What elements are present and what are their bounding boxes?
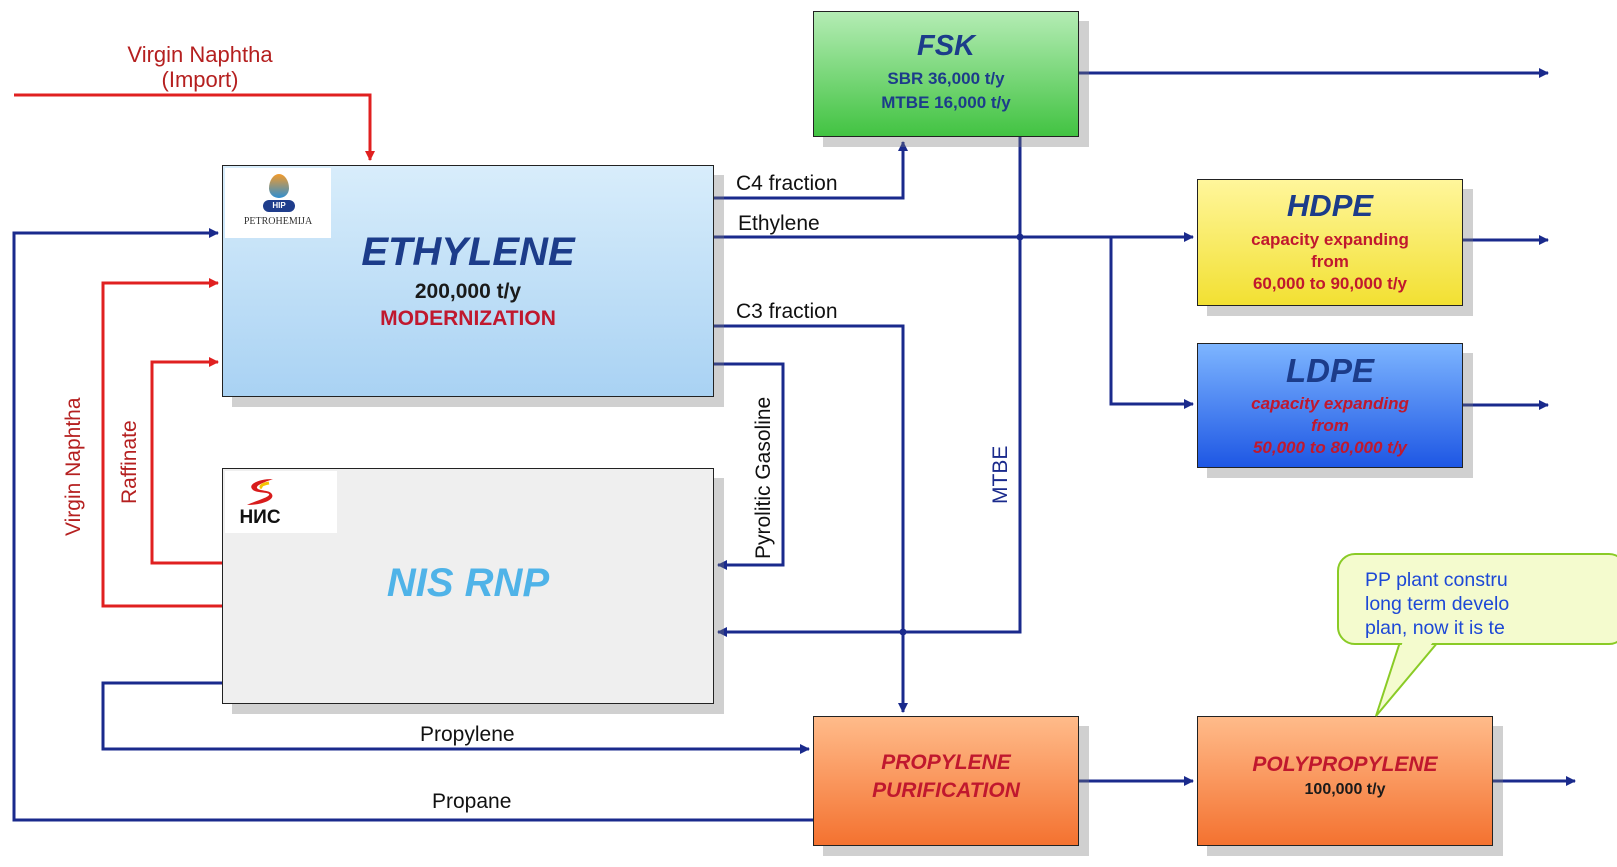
fsk-mtbe-line: MTBE 16,000 t/y [881, 93, 1011, 112]
nis-logo: НИС [225, 471, 337, 533]
propane-recycle-line [12, 228, 813, 822]
lightning-bolt-icon [247, 479, 273, 505]
propylene-purification-unit-box: PROPYLENE PURIFICATION [813, 716, 1079, 846]
pyrolitic-gasoline-line [714, 362, 785, 570]
import-label-line1: Virgin Naphtha [127, 42, 273, 67]
virgin-naphtha-import-line [14, 93, 375, 161]
ldpe-line2: from [1311, 416, 1349, 435]
propylene-purification-line2: PURIFICATION [872, 779, 1020, 802]
raffinate-recycle-line [150, 357, 222, 565]
ethylene-label: Ethylene [738, 212, 820, 235]
hip-badge: HIP [263, 200, 295, 212]
propylene-purification-line1: PROPYLENE [881, 751, 1011, 774]
mtbe-label: MTBE [989, 445, 1012, 504]
ldpe-unit-box: LDPE capacity expanding from 50,000 to 8… [1197, 343, 1463, 468]
mtbe-line [717, 137, 1022, 637]
ethylene-unit-box: HIP PETROHEMIJA ETHYLENE 200,000 t/y MOD… [222, 165, 714, 397]
c3-fraction-line [714, 324, 908, 713]
raffinate-label: Raffinate [118, 420, 141, 504]
pyrolitic-gasoline-label: Pyrolitic Gasoline [752, 396, 775, 559]
junction-dot [899, 628, 907, 636]
pp-plant-callout: PP plant constru long term develo plan, … [1337, 553, 1617, 645]
nis-rnp-title: NIS RNP [386, 561, 550, 605]
hdpe-line3: 60,000 to 90,000 t/y [1252, 274, 1408, 293]
polypropylene-capacity: 100,000 t/y [1304, 781, 1386, 798]
propylene-line [101, 681, 810, 754]
hdpe-line2: from [1311, 252, 1349, 271]
propane-label: Propane [432, 790, 512, 813]
import-label-line2: (Import) [161, 67, 239, 92]
ldpe-title: LDPE [1285, 352, 1374, 389]
virgin-naphtha-label: Virgin Naphtha [62, 397, 85, 536]
fsk-sbr-line: SBR 36,000 t/y [887, 69, 1005, 88]
ethylene-title: ETHYLENE [361, 230, 575, 274]
ethylene-to-ldpe-line [1109, 237, 1194, 409]
c3-fraction-label: C3 fraction [736, 300, 838, 323]
polypropylene-title: POLYPROPYLENE [1252, 753, 1438, 776]
c4-fraction-line [714, 141, 908, 200]
c4-fraction-label: C4 fraction [736, 172, 838, 195]
petrohemija-logo: HIP PETROHEMIJA [225, 168, 331, 238]
polypropylene-unit-box: POLYPROPYLENE 100,000 t/y [1197, 716, 1493, 846]
ethylene-modernization: MODERNIZATION [380, 307, 556, 330]
ldpe-line3: 50,000 to 80,000 t/y [1252, 438, 1408, 457]
fsk-unit-box: FSK SBR 36,000 t/y MTBE 16,000 t/y [813, 11, 1079, 137]
hdpe-unit-box: HDPE capacity expanding from 60,000 to 9… [1197, 179, 1463, 306]
flame-drop-icon [269, 174, 289, 198]
fsk-title: FSK [917, 30, 975, 62]
virgin-naphtha-import-label: Virgin Naphtha (Import) [90, 42, 310, 92]
junction-dot [1016, 233, 1024, 241]
propylene-label: Propylene [420, 723, 515, 746]
nis-logo-text: НИС [239, 507, 281, 528]
nis-rnp-unit-box: НИС NIS RNP [222, 468, 714, 704]
hdpe-title: HDPE [1286, 188, 1374, 223]
virgin-naphtha-recycle-line [101, 278, 222, 608]
petrohemija-logo-text: PETROHEMIJA [243, 216, 313, 227]
hdpe-line1: capacity expanding [1251, 230, 1409, 249]
ldpe-line1: capacity expanding [1251, 394, 1409, 413]
ethylene-capacity: 200,000 t/y [414, 280, 522, 303]
